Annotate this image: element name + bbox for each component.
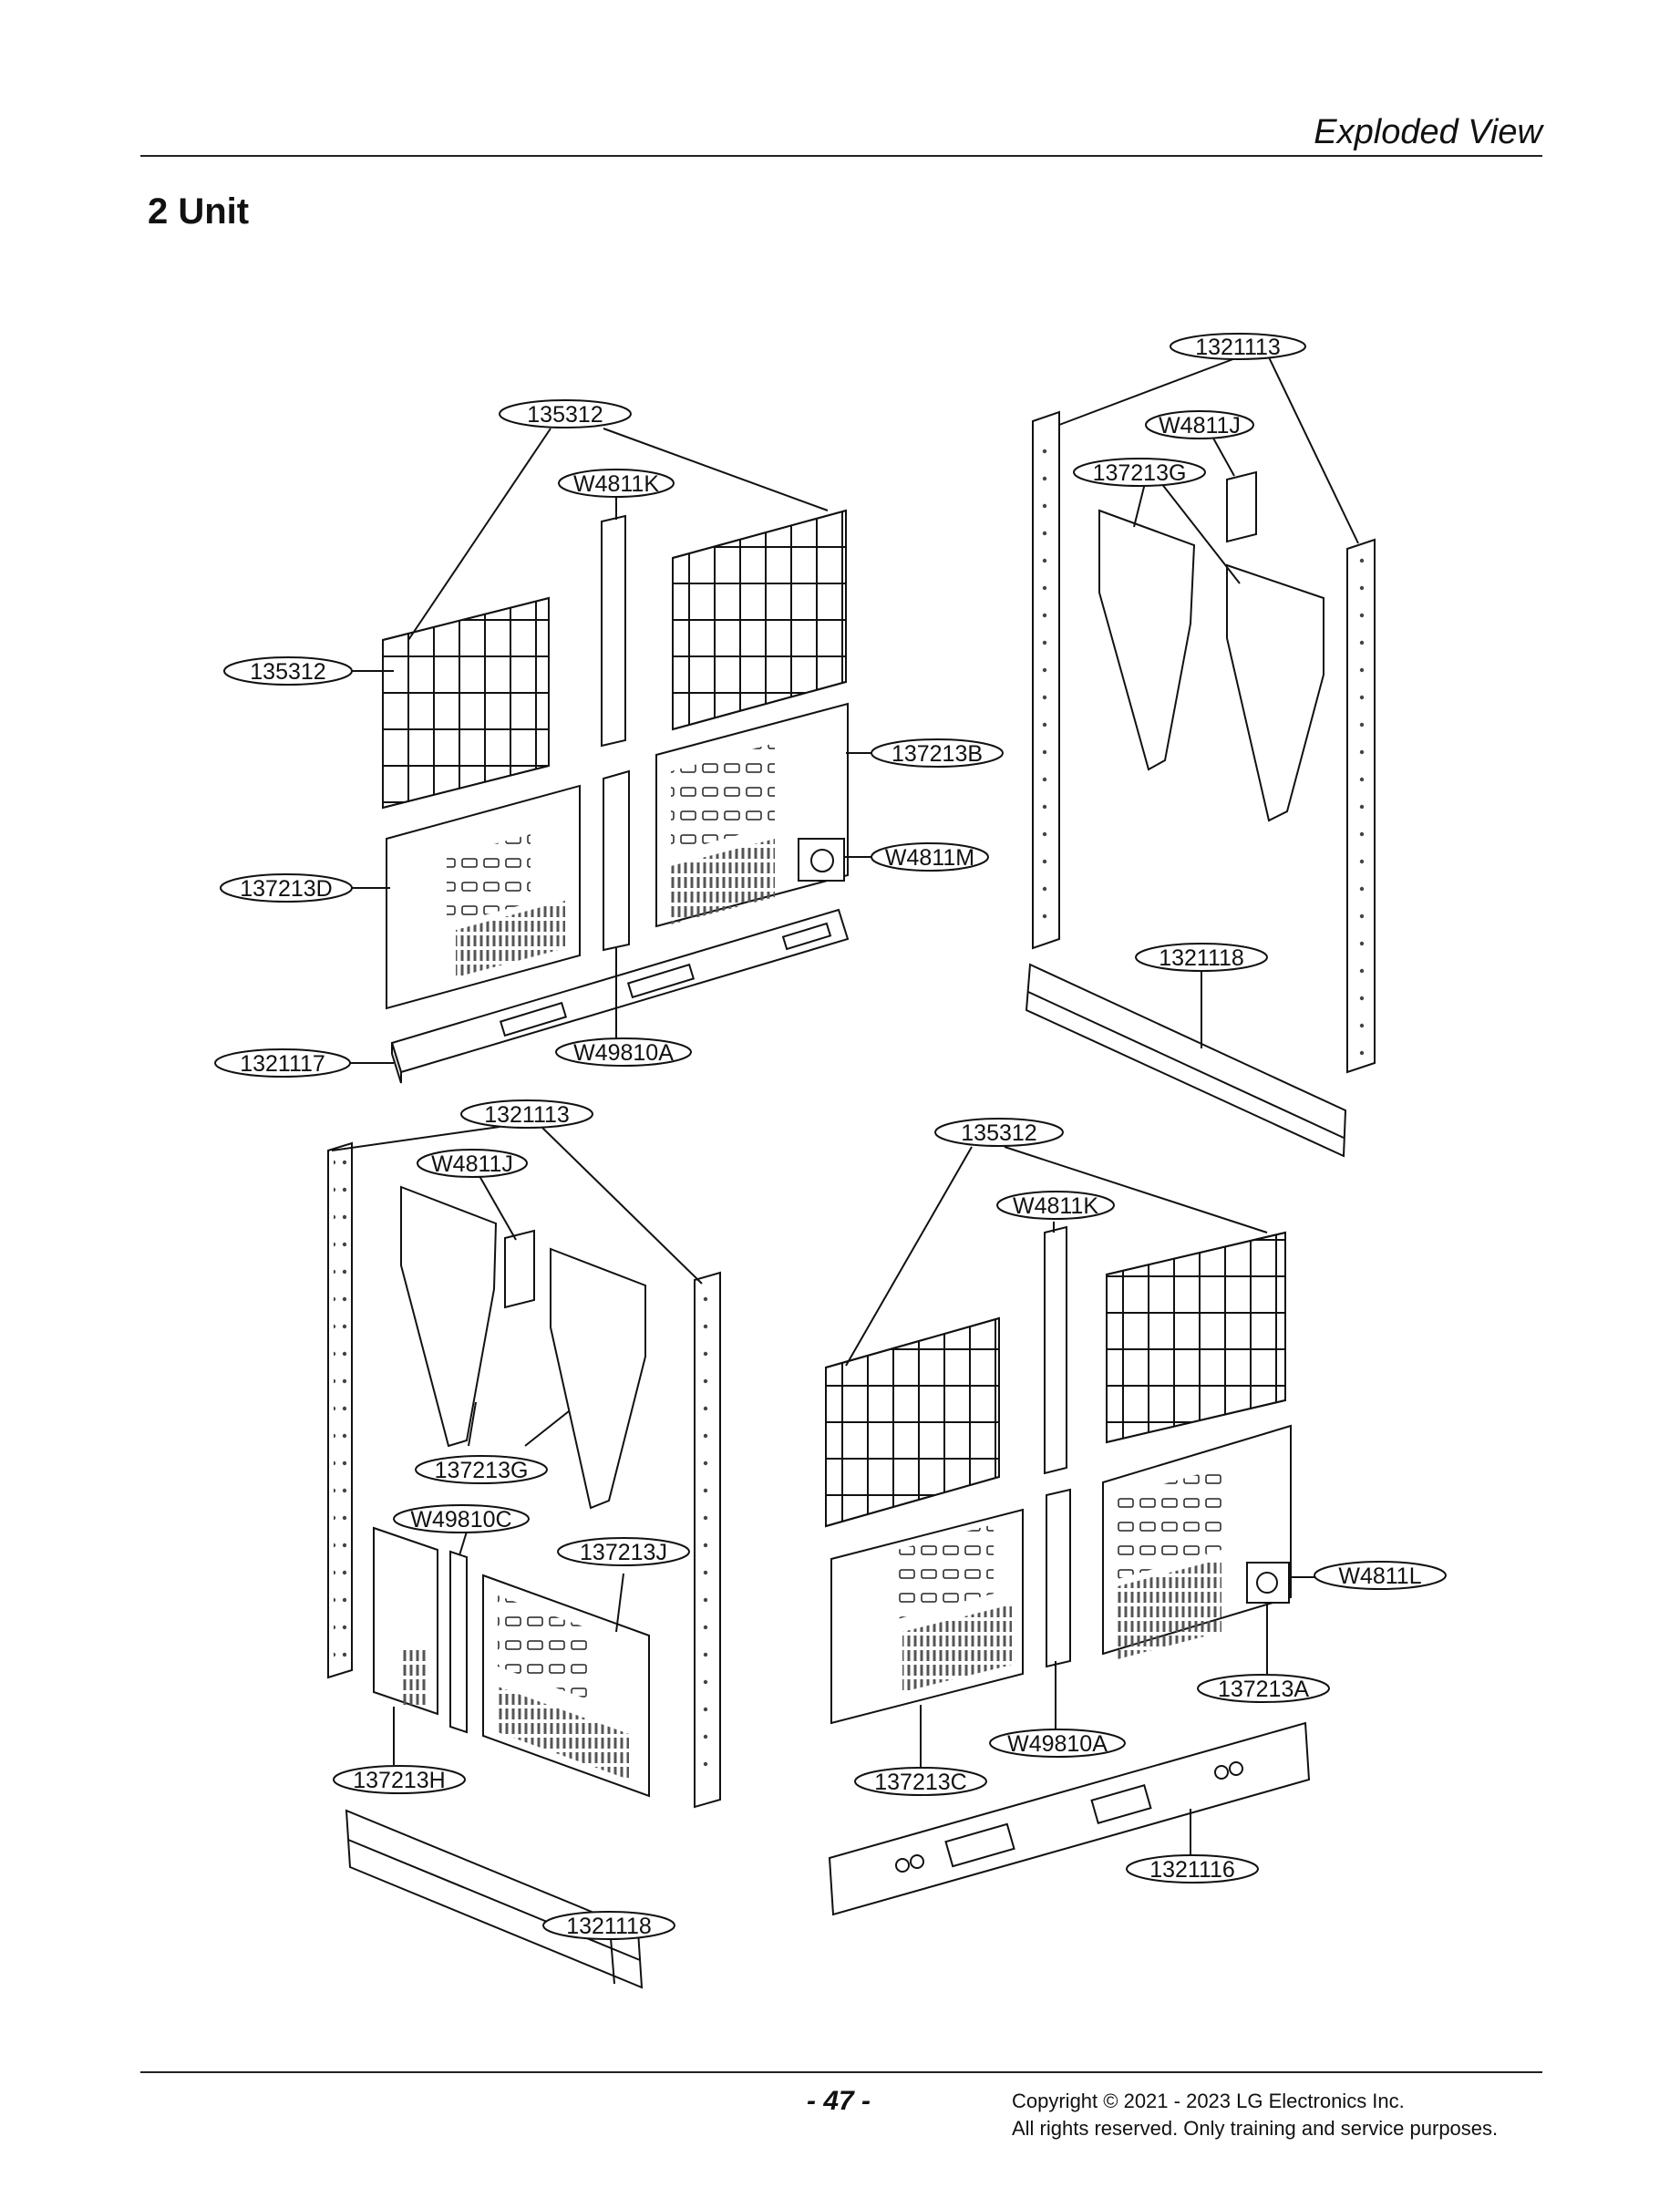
svg-text:137213A: 137213A	[1218, 1677, 1309, 1702]
callout-137213G-lower-left: 137213G	[415, 1455, 548, 1484]
svg-text:137213B: 137213B	[892, 741, 983, 767]
panel-137213C	[830, 1508, 1024, 1725]
guard-mesh-lower-right	[1106, 1231, 1286, 1444]
post-lower-center	[1044, 1225, 1071, 1668]
svg-text:135312: 135312	[527, 402, 603, 428]
svg-text:1321113: 1321113	[484, 1102, 570, 1128]
svg-text:137213D: 137213D	[240, 876, 332, 902]
callout-W49810A-upper: W49810A	[555, 1037, 692, 1067]
callout-1321118-lower-left: 1321118	[542, 1911, 675, 1940]
guard-mesh-upper-center	[672, 509, 847, 731]
bracket-W4811J-lower	[504, 1229, 535, 1309]
callout-135312-upper-left: 135312	[499, 399, 632, 428]
svg-text:137213H: 137213H	[353, 1768, 445, 1793]
header-title: Exploded View	[1314, 113, 1542, 151]
svg-text:1321118: 1321118	[566, 1914, 652, 1939]
svg-text:W4811K: W4811K	[573, 471, 659, 497]
callout-W4811K-lower-right: W4811K	[996, 1191, 1115, 1220]
svg-text:137213G: 137213G	[1093, 460, 1187, 486]
panel-137213D	[386, 784, 581, 1010]
copyright-line-1: Copyright © 2021 - 2023 LG Electronics I…	[1012, 2090, 1405, 2112]
bracket-W4811J-upper	[1226, 470, 1257, 543]
guard-mesh-lower-left	[825, 1316, 1000, 1528]
callout-W4811J-upper-right: W4811J	[1145, 410, 1254, 439]
callout-W4811L: W4811L	[1314, 1561, 1447, 1590]
corner-post-left-upper-right	[1032, 410, 1060, 950]
svg-text:W49810A: W49810A	[1007, 1731, 1108, 1757]
callout-137213B: 137213B	[871, 738, 1004, 768]
base-rail-1321118-lower	[345, 1809, 644, 1989]
corner-post-right-lower-left	[694, 1271, 721, 1809]
callout-W49810C: W49810C	[393, 1504, 530, 1533]
side-panel-137213G-lower-a	[400, 1185, 498, 1448]
side-panel-137213G-lower-b	[550, 1247, 646, 1510]
callout-1321116: 1321116	[1126, 1854, 1259, 1884]
svg-text:135312: 135312	[961, 1120, 1036, 1146]
callout-1321117: 1321117	[214, 1048, 351, 1078]
panel-137213B	[655, 702, 849, 928]
svg-text:137213J: 137213J	[580, 1540, 667, 1565]
corner-post-left-lower-left	[327, 1141, 353, 1679]
panel-137213J	[482, 1574, 650, 1798]
callout-137213A: 137213A	[1197, 1674, 1330, 1703]
callout-1321118-upper-right: 1321118	[1135, 943, 1268, 972]
post-W49810C	[449, 1550, 468, 1734]
callout-137213J: 137213J	[557, 1537, 690, 1566]
header-rule	[140, 155, 1542, 157]
svg-text:1321117: 1321117	[240, 1051, 325, 1077]
side-panel-137213G-upper-a	[1098, 509, 1196, 771]
base-rail-1321116	[828, 1721, 1311, 1916]
svg-text:1321118: 1321118	[1159, 945, 1244, 971]
panel-137213H	[373, 1526, 438, 1716]
callout-W4811K-upper-left: W4811K	[558, 469, 675, 498]
svg-text:137213C: 137213C	[874, 1770, 966, 1795]
svg-text:135312: 135312	[250, 659, 325, 685]
svg-text:137213G: 137213G	[435, 1458, 529, 1483]
svg-text:W4811J: W4811J	[1159, 413, 1241, 439]
callout-135312-lower-right: 135312	[934, 1118, 1064, 1147]
callout-137213G-upper-right: 137213G	[1073, 458, 1206, 487]
callout-1321113-upper-right: 1321113	[1170, 333, 1306, 360]
callout-135312-left: 135312	[223, 656, 353, 686]
svg-text:W4811M: W4811M	[885, 845, 974, 871]
svg-text:W49810A: W49810A	[573, 1040, 674, 1066]
callout-137213C: 137213C	[854, 1767, 987, 1796]
svg-text:W4811J: W4811J	[431, 1151, 513, 1177]
svg-text:1321116: 1321116	[1149, 1857, 1235, 1883]
footer-copyright: Copyright © 2021 - 2023 LG Electronics I…	[1012, 2088, 1498, 2142]
base-rail-1321118-upper	[1025, 963, 1347, 1158]
side-panel-137213G-upper-b	[1226, 563, 1324, 822]
footer-rule	[140, 2071, 1542, 2073]
svg-text:W4811K: W4811K	[1013, 1193, 1098, 1219]
callout-W4811M: W4811M	[871, 842, 989, 872]
callout-137213D: 137213D	[220, 873, 353, 903]
svg-text:W4811L: W4811L	[1338, 1564, 1421, 1589]
guard-mesh-upper-left	[382, 596, 550, 810]
callout-1321113-lower-left: 1321113	[460, 1099, 593, 1129]
callout-W4811J-lower-left: W4811J	[417, 1149, 528, 1178]
copyright-line-2: All rights reserved. Only training and s…	[1012, 2117, 1499, 2140]
svg-text:W49810C: W49810C	[410, 1507, 511, 1533]
corner-post-right-upper-right	[1346, 538, 1376, 1074]
section-title: 2 Unit	[148, 191, 250, 232]
panel-137213A	[1102, 1424, 1292, 1659]
callout-W49810A-lower: W49810A	[989, 1729, 1126, 1758]
post-upper-center	[601, 514, 630, 952]
svg-text:1321113: 1321113	[1195, 335, 1281, 360]
page-number: - 47 -	[807, 2086, 871, 2116]
callout-137213H: 137213H	[333, 1765, 466, 1794]
base-rail-1321117	[390, 908, 850, 1084]
